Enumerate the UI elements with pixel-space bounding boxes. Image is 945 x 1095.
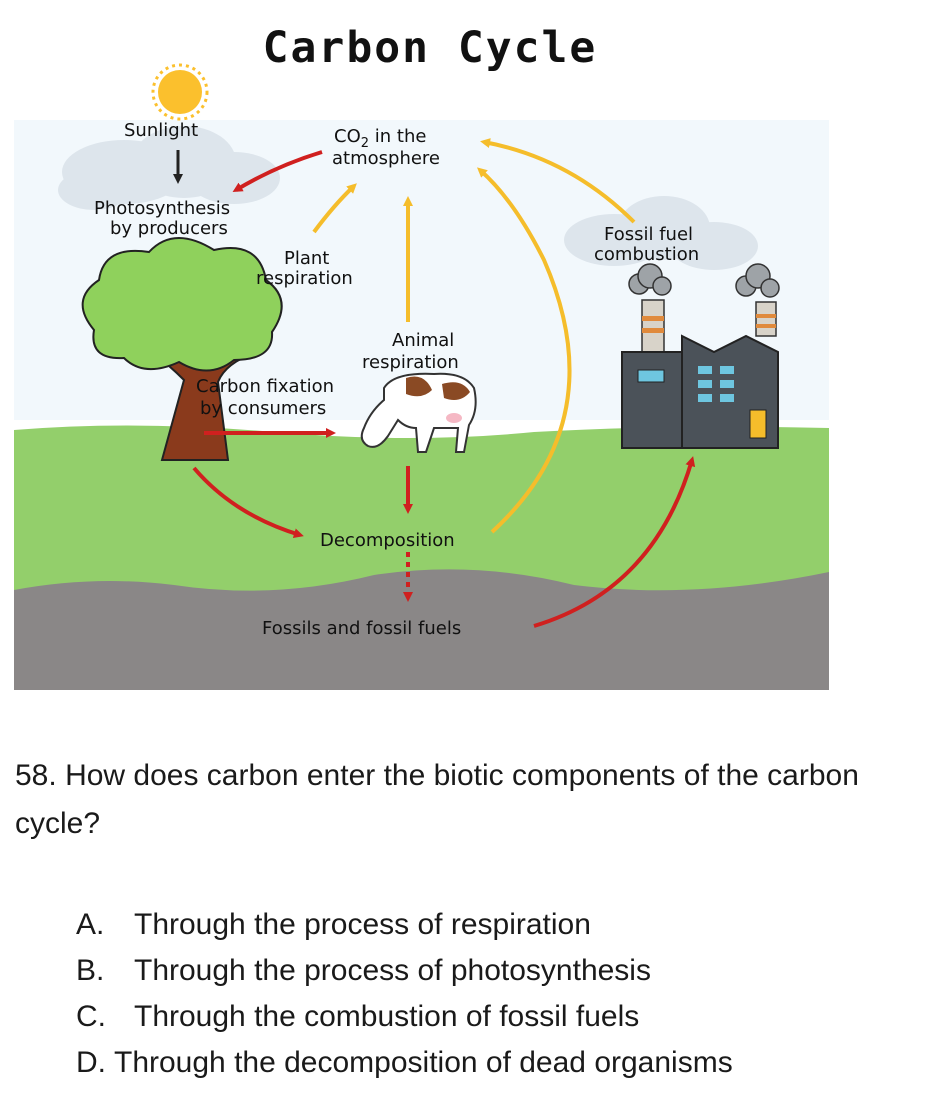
arrow-decomposition-to-co2 — [477, 167, 572, 534]
ground — [14, 569, 829, 690]
option-a[interactable]: A. Through the process of respiration — [76, 902, 733, 948]
cow-icon — [360, 372, 477, 453]
arrow-tree-to-decomposition — [192, 466, 304, 539]
label-co2: CO2 in the — [334, 126, 426, 151]
option-d-text: Through the decomposition of dead organi… — [114, 1046, 733, 1079]
carbon-cycle-diagram: Carbon Cycle — [14, 0, 829, 690]
label-fixation-1: Carbon fixation — [196, 376, 334, 397]
option-c-letter: C. — [76, 1000, 106, 1033]
grass — [14, 425, 829, 600]
option-c-text: Through the combustion of fossil fuels — [134, 1000, 640, 1033]
question-text: 58. How does carbon enter the biotic com… — [15, 752, 930, 848]
label-combustion-1: Fossil fuel — [604, 224, 693, 245]
question-number: 58. — [15, 759, 57, 792]
option-c[interactable]: C. Through the combustion of fossil fuels — [76, 994, 733, 1040]
tree-icon — [81, 237, 283, 461]
label-fixation-2: by consumers — [200, 398, 326, 419]
label-animal-2: respiration — [362, 352, 459, 373]
option-a-text: Through the process of respiration — [134, 908, 591, 941]
option-b-letter: B. — [76, 954, 105, 987]
label-photosynthesis-1: Photosynthesis — [94, 198, 230, 219]
label-plant-2: respiration — [256, 268, 353, 289]
option-b-text: Through the process of photosynthesis — [134, 954, 651, 987]
sun-icon — [151, 63, 209, 121]
option-b[interactable]: B. Through the process of photosynthesis — [76, 948, 733, 994]
label-combustion-2: combustion — [594, 244, 699, 265]
question-body: How does carbon enter the biotic compone… — [15, 759, 859, 840]
option-d[interactable]: D.Through the decomposition of dead orga… — [76, 1040, 733, 1086]
cloud-right — [564, 196, 758, 270]
answer-options: A. Through the process of respiration B. T… — [76, 902, 733, 1086]
arrow-fossils-to-factory — [533, 456, 696, 628]
arrow-plant-respiration — [312, 183, 357, 234]
option-a-letter: A. — [76, 908, 105, 941]
label-atmosphere: atmosphere — [332, 148, 440, 169]
label-animal-1: Animal — [392, 330, 454, 351]
arrow-combustion-to-co2 — [480, 138, 636, 224]
label-sunlight: Sunlight — [124, 120, 198, 141]
cloud-left — [58, 126, 280, 210]
option-d-letter: D. — [76, 1046, 106, 1079]
diagram-title: Carbon Cycle — [263, 23, 598, 73]
arrow-co2-to-photosynthesis — [232, 150, 323, 193]
label-photosynthesis-2: by producers — [110, 218, 228, 239]
factory-icon — [621, 263, 780, 449]
label-fossils: Fossils and fossil fuels — [262, 618, 461, 639]
label-decomposition: Decomposition — [320, 530, 455, 551]
label-plant-1: Plant — [284, 248, 329, 269]
